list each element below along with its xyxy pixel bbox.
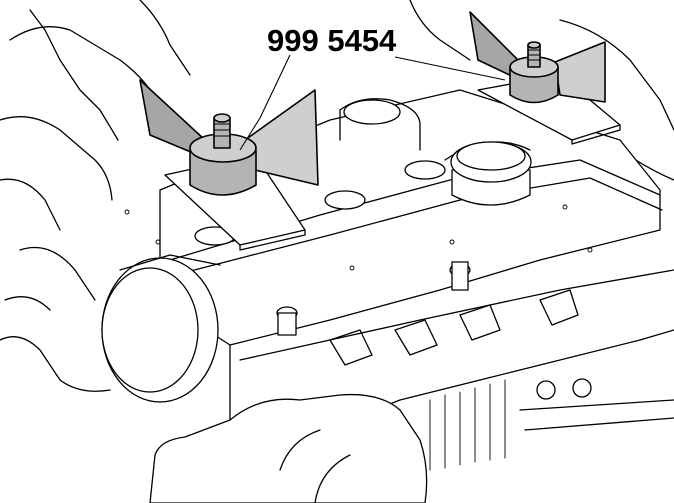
hand-outline (149, 393, 428, 503)
callout-leader-right (394, 56, 506, 81)
part-number-label: 999 5454 (267, 23, 397, 58)
cam-pulley (101, 254, 221, 403)
tool-left (139, 79, 319, 251)
tool-right (469, 11, 621, 145)
callout-leader-left (239, 54, 291, 151)
